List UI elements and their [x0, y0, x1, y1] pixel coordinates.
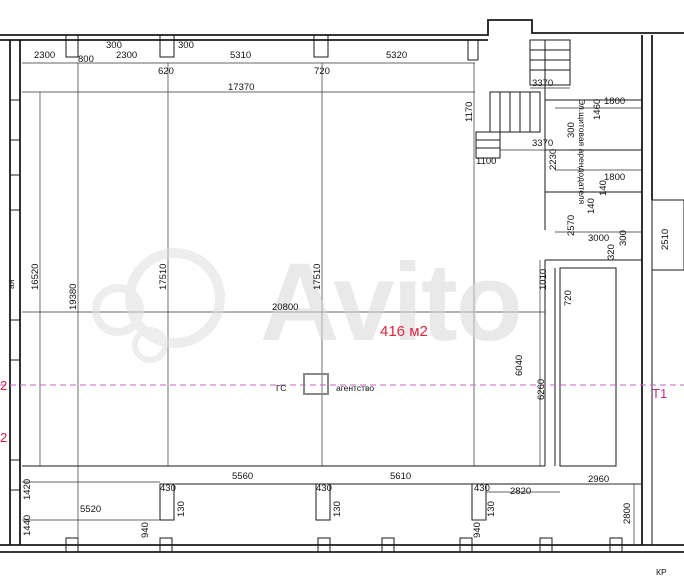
vertical-dimensions: 16520 19380 17510 17510 1170 1460 2230 2…: [22, 99, 671, 536]
watermark-text: Avito: [260, 241, 521, 364]
dim-v-19380: 19380: [68, 284, 79, 310]
dim-v-1420: 1420: [22, 479, 33, 500]
dim-b-430-b: 430: [316, 483, 332, 494]
dim-v-2800: 2800: [622, 503, 633, 524]
dim-b-2820: 2820: [510, 486, 531, 497]
dim-b-940-b: 940: [472, 522, 483, 538]
dim-r-3000: 3000: [588, 233, 609, 244]
axis-label: Т1: [652, 386, 667, 401]
dim-r-3370-a: 3370: [532, 78, 553, 89]
dim-b-430-a: 430: [160, 483, 176, 494]
dim-top-17370: 17370: [228, 82, 254, 93]
dim-r-300-b: 300: [618, 230, 629, 246]
right-dimensions: 3370 3370 1800 1800 300 1100 140 140 300…: [476, 78, 629, 260]
dim-v-2510: 2510: [660, 229, 671, 250]
dim-top-620: 620: [158, 66, 174, 77]
staircase: [475, 39, 571, 159]
dim-v-1440: 1440: [22, 515, 33, 536]
dim-top-5310: 5310: [230, 50, 251, 61]
corner-label: КР: [656, 567, 667, 577]
left-edge-word: ая: [6, 279, 16, 289]
dim-v-2230: 2230: [548, 149, 559, 170]
dimension-lines: [22, 62, 642, 545]
bottom-dimensions: 5560 5610 5520 2820 2960 430 430 430 130…: [80, 471, 609, 538]
left-edge-label-1: 2: [0, 378, 7, 393]
dim-top-5320: 5320: [386, 50, 407, 61]
dim-b-430-c: 430: [474, 483, 490, 494]
dim-r-320: 320: [606, 244, 617, 260]
room-label: Эл.щитовая арендодателя: [577, 99, 587, 205]
dim-b-5610: 5610: [390, 471, 411, 482]
dim-top-2300-b: 2300: [116, 50, 137, 61]
wall-columns: [9, 34, 623, 553]
top-dimensions: 2300 2300 5310 5320 800 620 720 300 300 …: [34, 40, 407, 93]
dim-r-3370-b: 3370: [532, 138, 553, 149]
watermark: Avito: [92, 241, 523, 364]
agency-text: агентство: [336, 383, 374, 393]
svg-text:ГС: ГС: [276, 383, 286, 393]
dim-b-130-c: 130: [486, 501, 497, 517]
dim-top-800: 800: [78, 54, 94, 65]
left-edge-label-2: 2: [0, 430, 7, 445]
dim-v-1460: 1460: [592, 99, 603, 120]
dim-top-300-a: 300: [106, 40, 122, 51]
dim-v-16520: 16520: [30, 264, 41, 290]
dim-b-5520: 5520: [80, 504, 101, 515]
dim-v-1170: 1170: [464, 102, 475, 122]
dim-r-1800-b: 1800: [604, 172, 625, 183]
agency-logo: ГС агентство: [276, 373, 374, 395]
dim-top-300-b: 300: [178, 40, 194, 51]
dim-v-720: 720: [563, 290, 574, 306]
dim-b-5560: 5560: [232, 471, 253, 482]
area-label: 416 м2: [380, 323, 428, 340]
dim-b-130-a: 130: [176, 501, 187, 517]
dim-v-17510-a: 17510: [158, 264, 169, 290]
dim-v-6260: 6260: [536, 379, 547, 400]
dim-top-2300-a: 2300: [34, 50, 55, 61]
dim-v-2570: 2570: [566, 215, 577, 236]
dim-b-940-a: 940: [140, 522, 151, 538]
dim-v-1010: 1010: [538, 269, 549, 290]
dim-v-6040: 6040: [514, 355, 525, 376]
dim-r-140-a: 140: [586, 198, 597, 214]
dim-top-720: 720: [314, 66, 330, 77]
dim-b-2960: 2960: [588, 474, 609, 485]
dim-v-17510-b: 17510: [312, 264, 323, 290]
dim-r-1100: 1100: [476, 156, 496, 167]
dim-r-140-b: 140: [598, 180, 609, 196]
dim-r-300-a: 300: [566, 122, 577, 138]
dim-b-130-b: 130: [332, 501, 343, 517]
dim-r-1800-a: 1800: [604, 96, 625, 107]
dim-middle-20800: 20800: [272, 302, 298, 313]
